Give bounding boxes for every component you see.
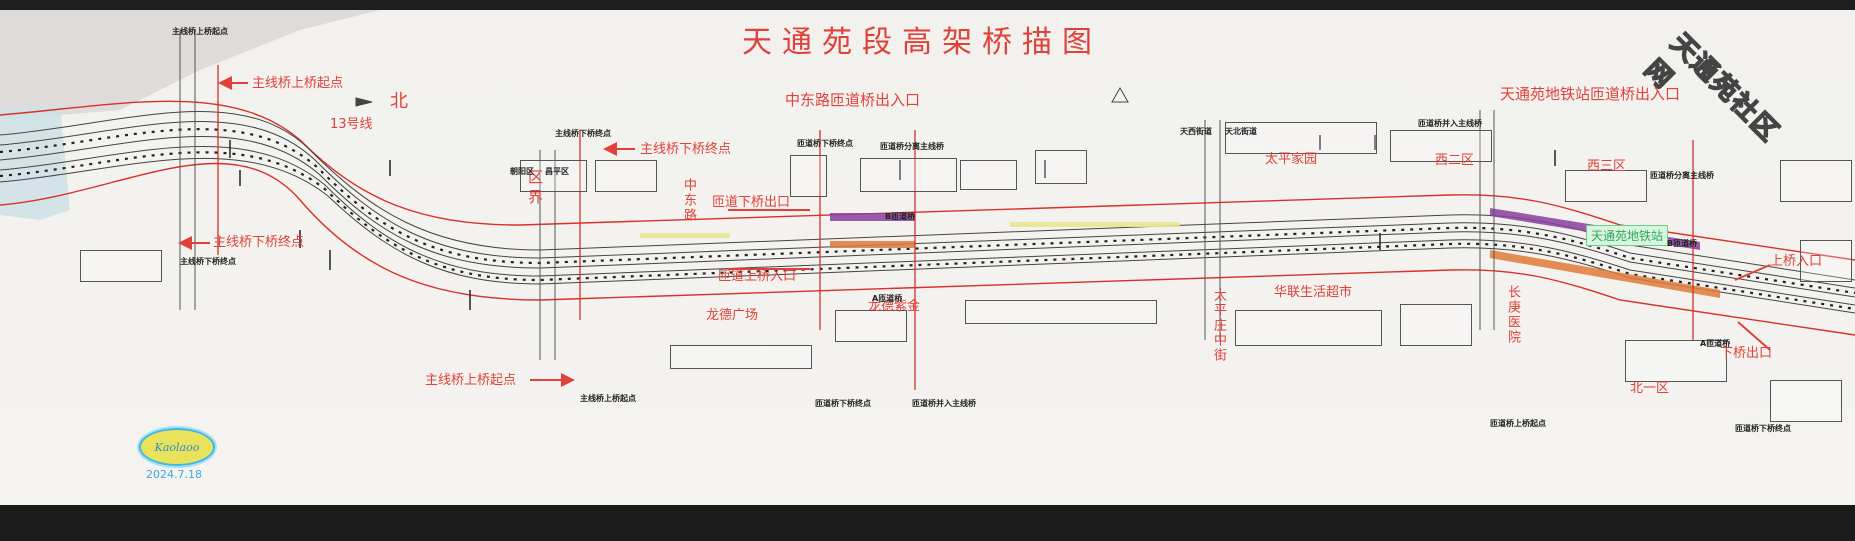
block-2 xyxy=(595,160,657,192)
label-main-up-start-bottom: 主线桥上桥起点 xyxy=(425,373,517,388)
small-ramp-merge-b: 匝道桥并入主线桥 xyxy=(1418,119,1482,128)
label-ramp-entry: 匝道上桥入口 xyxy=(718,269,797,284)
block-8 xyxy=(1390,130,1492,162)
label-district-boundary-2: 界 xyxy=(528,188,544,206)
main-road-dashes xyxy=(0,128,1855,311)
cross-streets xyxy=(179,30,1495,360)
block-7 xyxy=(1225,122,1377,154)
boundary-south xyxy=(0,162,1855,336)
ramp-a-east-orange xyxy=(1490,250,1720,298)
label-taipingzhuang-zhongjie: 太平庄中街 xyxy=(1211,288,1226,363)
kaolaoo-logo: Kaolaoo xyxy=(139,428,215,466)
red-marker-lines xyxy=(217,65,1694,390)
block-18 xyxy=(1780,160,1852,202)
viaduct-yellow xyxy=(640,233,730,238)
small-main-down-end-a: 主线桥下桥终点 xyxy=(180,257,236,266)
label-north: 北 xyxy=(390,91,408,112)
small-changping: 昌平区 xyxy=(545,167,569,176)
small-ramp-bridge-a: B匝道桥 xyxy=(885,212,916,221)
poles xyxy=(229,135,1556,310)
left-landscape xyxy=(0,10,380,120)
block-15 xyxy=(1625,340,1727,382)
label-longde-zijin: 龙德紫金 xyxy=(868,299,921,314)
block-3 xyxy=(790,155,827,197)
label-zhongdong-road: 中东路 xyxy=(681,178,696,223)
small-ramp-down-end-b: 匝道桥下桥终点 xyxy=(815,399,871,408)
map-title: 天通苑段高架桥描图 xyxy=(742,25,1102,60)
map-board: 天通苑段高架桥描图 主线桥上桥起点 北 13号线 主线桥下桥终点 主线桥下桥终点… xyxy=(0,10,1855,505)
label-xi-san: 西三区 xyxy=(1587,159,1627,174)
small-tianbei-street: 天北街道 xyxy=(1225,127,1257,136)
small-tianxi-street: 天西街道 xyxy=(1180,127,1212,136)
small-ramp-down-end-c: 匝道桥下桥终点 xyxy=(1735,424,1791,433)
compass xyxy=(355,86,1129,107)
block-6 xyxy=(1035,150,1087,184)
red-arrows xyxy=(178,76,1771,387)
block-16 xyxy=(1770,380,1842,422)
small-main-down-end-b: 主线桥下桥终点 xyxy=(555,129,611,138)
label-district-boundary-1: 区 xyxy=(528,168,544,186)
label-longde-plaza: 龙德广场 xyxy=(706,308,759,323)
label-up-entry: 上桥入口 xyxy=(1770,254,1823,269)
boundary-north xyxy=(0,100,1855,261)
block-5 xyxy=(960,160,1017,190)
small-ramp-bridge-d: A匝道桥 xyxy=(1700,339,1731,348)
block-4 xyxy=(860,158,957,192)
block-11 xyxy=(1400,304,1472,346)
small-ramp-split-a: 匝道桥分离主线桥 xyxy=(880,142,944,151)
small-ramp-down-end-a: 匝道桥下桥终点 xyxy=(797,139,853,148)
label-xi-er: 西二区 xyxy=(1435,153,1475,168)
block-9 xyxy=(1565,170,1647,202)
small-ramp-bridge-c: B匝道桥 xyxy=(1667,239,1698,248)
small-main-up-start-a: 主线桥上桥起点 xyxy=(172,27,228,36)
label-bei-yi: 北一区 xyxy=(1630,381,1670,396)
label-taiping-home: 太平家园 xyxy=(1265,152,1318,167)
viaduct-yellow-2 xyxy=(1010,222,1180,227)
logo-text: Kaolaoo xyxy=(154,440,200,454)
label-station-ramp: 天通苑地铁站匝道桥出入口 xyxy=(1500,85,1681,103)
block-10 xyxy=(1235,310,1382,346)
label-down-exit: 下桥出口 xyxy=(1720,346,1773,361)
label-main-up-start-top: 主线桥上桥起点 xyxy=(252,76,344,91)
photo-date: 2024.7.18 xyxy=(146,468,202,481)
block-1 xyxy=(520,160,587,192)
small-ramp-up-start: 匝道桥上桥起点 xyxy=(1490,419,1546,428)
label-ramp-exit: 匝道下桥出口 xyxy=(712,195,791,210)
block-12 xyxy=(965,300,1157,324)
small-chaoyang: 朝阳区 xyxy=(510,167,534,176)
ramp-b-west-purple xyxy=(830,213,915,221)
label-line13: 13号线 xyxy=(330,117,373,132)
block-14 xyxy=(835,310,907,342)
label-zhongdong-ramp: 中东路匝道桥出入口 xyxy=(785,91,921,109)
block-17 xyxy=(1800,240,1852,282)
block-13 xyxy=(670,345,812,369)
small-ramp-merge-a: 匝道桥并入主线桥 xyxy=(912,399,976,408)
label-main-down-end-left: 主线桥下桥终点 xyxy=(213,235,305,250)
ramp-a-west-orange xyxy=(830,241,915,248)
small-ramp-bridge-b: A匝道桥 xyxy=(872,294,903,303)
label-main-down-end-mid: 主线桥下桥终点 xyxy=(640,142,732,157)
small-main-up-start-b: 主线桥上桥起点 xyxy=(580,394,636,403)
label-hualian-market: 华联生活超市 xyxy=(1274,285,1353,300)
block-19 xyxy=(80,250,162,282)
road-drawing xyxy=(0,10,1855,390)
label-changgeng-hospital: 长庚医院 xyxy=(1505,285,1520,345)
small-ramp-split-b: 匝道桥分离主线桥 xyxy=(1650,171,1714,180)
station-badge: 天通苑地铁站 xyxy=(1586,225,1669,246)
